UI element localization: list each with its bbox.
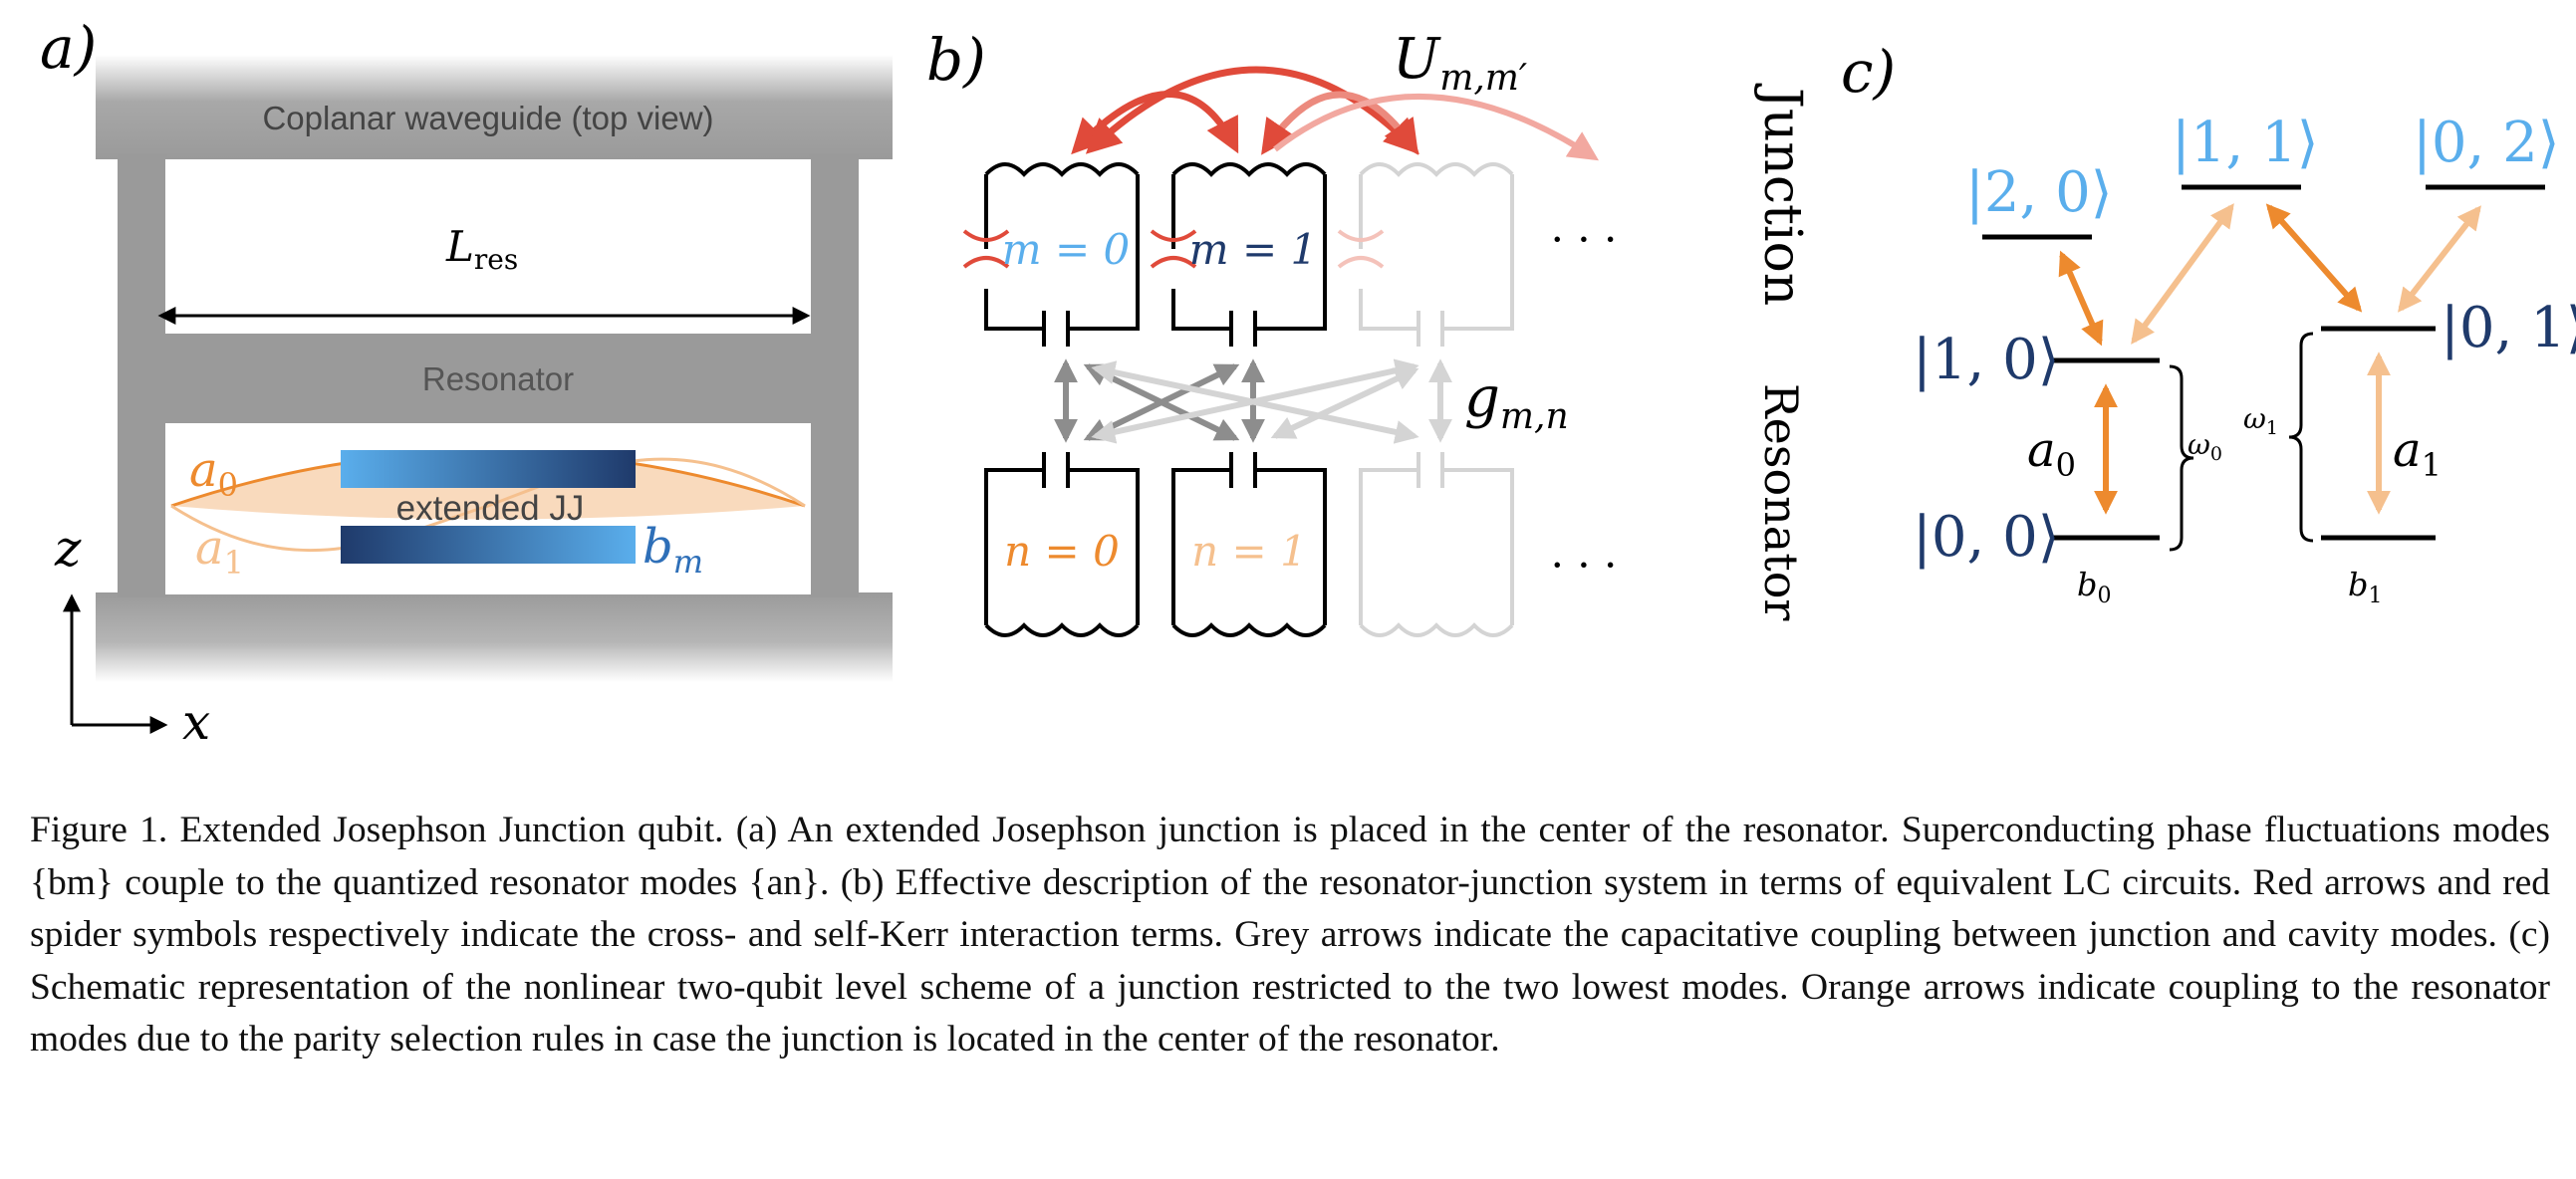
freq-w1: ω1 — [2243, 402, 2278, 439]
panel-a-label: a) — [40, 14, 97, 82]
junction-top-electrode — [341, 450, 636, 488]
junction-circuit-m2 — [1359, 162, 1514, 347]
panel-a: a) Coplanar waveguide (top view) Resonat… — [40, 14, 893, 751]
level-mode-a0: a0 — [2027, 422, 2076, 484]
side-label-resonator: Resonator — [1754, 383, 1808, 620]
mode-bm-label: bm — [643, 519, 703, 581]
resonator-mode-n0: n = 0 — [1004, 527, 1120, 576]
panel-b-label: b) — [926, 26, 986, 94]
ket-02: |0, 2⟩ — [2413, 111, 2560, 175]
waveguide-bottom — [96, 592, 893, 682]
brace-w0 — [2169, 364, 2194, 552]
coupling-g-label: gm,n — [1464, 365, 1569, 437]
panel-b: b) Um,m′ m = 0 m = 1 · · · — [926, 26, 1618, 637]
kerr-arrow-4 — [1273, 94, 1600, 161]
figure-caption: Figure 1. Extended Josephson Junction qu… — [30, 810, 2550, 1060]
level-mode-b0: b0 — [2077, 566, 2111, 608]
resonator-circuit-n2 — [1359, 452, 1514, 637]
arrow-10-11 — [2131, 203, 2234, 345]
panel-c-label: c) — [1841, 38, 1896, 106]
resonator-mode-n1: n = 1 — [1191, 527, 1307, 576]
arrow-11-01 — [2265, 203, 2363, 313]
junction-bottom-electrode — [341, 526, 636, 564]
junction-circuit-m1 — [1171, 162, 1327, 347]
ket-11: |1, 1⟩ — [2172, 111, 2319, 175]
level-mode-a1: a1 — [2393, 422, 2442, 484]
kerr-arrow-3 — [1261, 91, 1418, 155]
junction-mode-m1: m = 1 — [1189, 225, 1317, 274]
spider-symbol-m2 — [1337, 229, 1385, 269]
waveguide-right-wall — [809, 154, 859, 597]
length-label: Lres — [445, 222, 518, 276]
resonator-label: Resonator — [422, 360, 574, 397]
level-mode-b1: b1 — [2348, 566, 2382, 608]
freq-w0: ω0 — [2188, 428, 2222, 465]
ellipsis-top: · · · — [1551, 215, 1618, 264]
junction-circuit-m0 — [984, 162, 1140, 347]
panel-c: Junction Resonator c) |2, 0⟩ |1, 1⟩ |0, … — [1752, 38, 2576, 620]
waveguide-left-wall — [118, 154, 167, 597]
mode-a1-label: a1 — [195, 520, 244, 582]
x-axis-label: x — [182, 693, 210, 751]
upper-gap — [165, 159, 811, 334]
mode-a1-curve — [170, 457, 806, 553]
ket-01: |0, 1⟩ — [2441, 296, 2576, 360]
resonator-circuit-n0 — [984, 452, 1140, 637]
ket-10: |1, 0⟩ — [1913, 328, 2060, 392]
junction-label: extended JJ — [396, 489, 585, 528]
ket-00: |0, 0⟩ — [1913, 505, 2060, 570]
waveguide-label: Coplanar waveguide (top view) — [262, 100, 713, 136]
spider-symbol-m1 — [1150, 229, 1197, 269]
ellipsis-bottom: · · · — [1551, 541, 1618, 590]
figure-1: a) Coplanar waveguide (top view) Resonat… — [40, 14, 2576, 751]
z-axis-label: z — [54, 520, 82, 578]
resonator-strip — [165, 334, 811, 423]
junction-mode-m0: m = 0 — [1002, 225, 1130, 274]
capacitive-coupling-arrows — [1054, 358, 1452, 444]
coupling-U-label: Um,m′ — [1393, 27, 1527, 99]
waveguide-top — [96, 55, 893, 159]
arrow-10-20 — [2058, 250, 2104, 347]
resonator-circuit-n1 — [1171, 452, 1327, 637]
mode-a0-label: a0 — [189, 442, 238, 504]
spider-symbol-m0 — [962, 229, 1010, 269]
side-label-junction: Junction — [1752, 83, 1812, 306]
brace-w1 — [2288, 332, 2314, 543]
kerr-arrow-2 — [1085, 66, 1419, 155]
arrow-01-02 — [2398, 205, 2481, 313]
ket-20: |2, 0⟩ — [1965, 160, 2113, 225]
